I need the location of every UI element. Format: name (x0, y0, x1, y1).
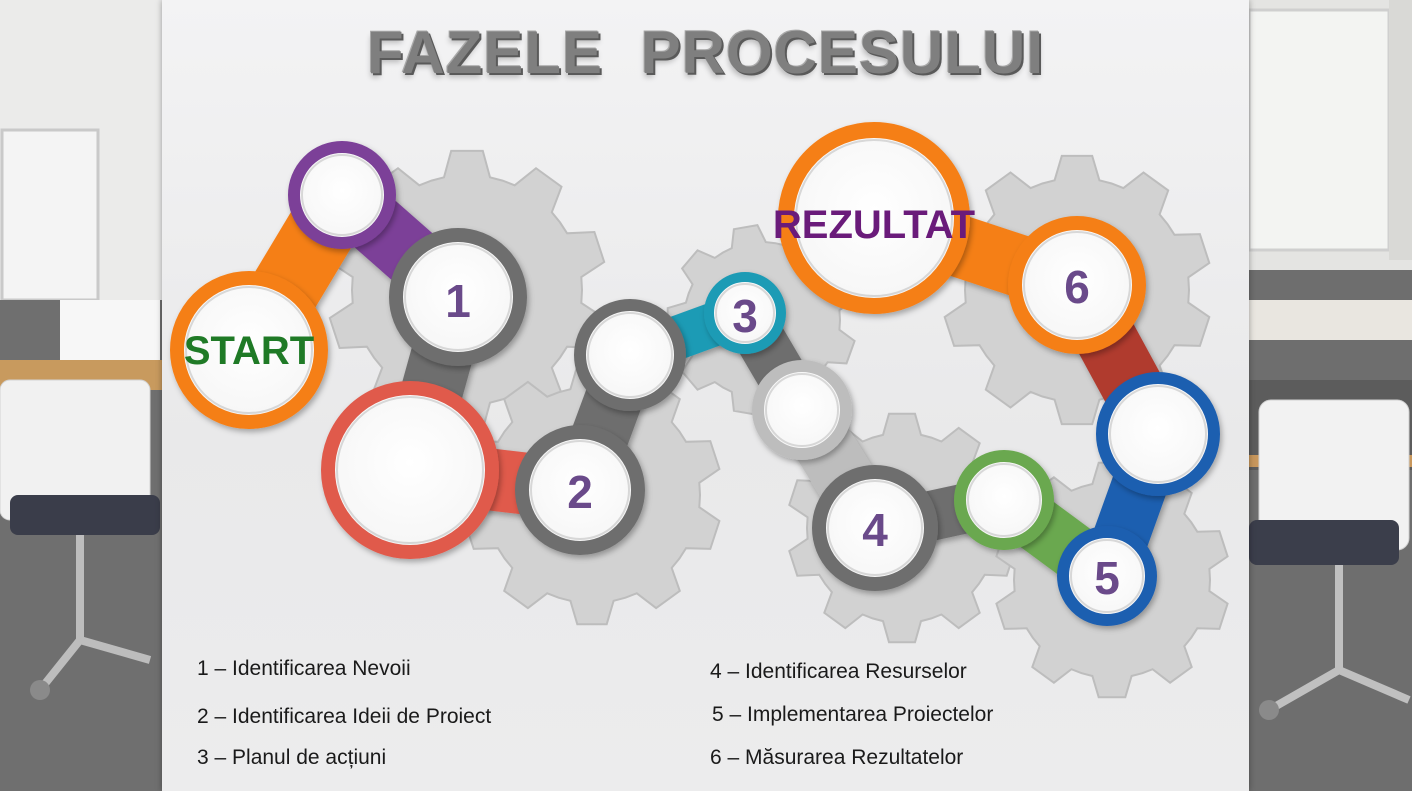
ring-purple-small (288, 141, 396, 249)
ring-green-circle (954, 450, 1054, 550)
step-number-5: 5 (1094, 552, 1120, 604)
ring-purple-small-inner-edge (301, 154, 383, 236)
ring-coral-large (321, 381, 499, 559)
ring-step-3-circle (704, 272, 786, 354)
ring-step-6-circle (1008, 216, 1146, 354)
ring-gray-left (574, 299, 686, 411)
ring-coral-large-inner-edge (336, 396, 484, 544)
result-label: REZULTAT (773, 203, 975, 247)
ring-step-1 (389, 228, 527, 366)
ring-light-gray (752, 360, 852, 460)
ring-light-gray-inner-edge (765, 373, 839, 447)
ring-gray-left-circle (574, 299, 686, 411)
process-diagram: START REZULTAT 1 2 3 4 5 6 (170, 122, 1229, 699)
ring-step-5-inner-edge (1070, 539, 1144, 613)
step-number-2: 2 (567, 466, 593, 518)
ring-step-3-inner-edge (715, 283, 775, 343)
legend-item-3: 3 – Planul de acțiuni (197, 746, 387, 769)
rings-group (170, 122, 1220, 626)
legend-item-1: 1 – Identificarea Nevoii (197, 657, 411, 680)
step-number-3: 3 (732, 290, 758, 342)
ring-start-inner-edge (185, 286, 313, 414)
ring-step-6 (1008, 216, 1146, 354)
ring-result (778, 122, 970, 314)
ring-start-circle (170, 271, 328, 429)
ring-step-1-inner-edge (404, 243, 512, 351)
ring-step-4-circle (812, 465, 938, 591)
ring-step-1-circle (389, 228, 527, 366)
ring-green (954, 450, 1054, 550)
start-label: START (184, 329, 314, 373)
step-number-1: 1 (445, 275, 471, 327)
step-number-6: 6 (1064, 261, 1090, 313)
background-photo-left (0, 0, 162, 791)
ring-gray-left-inner-edge (587, 312, 673, 398)
ring-step-5-circle (1057, 526, 1157, 626)
ring-step-3 (704, 272, 786, 354)
ring-step-5 (1057, 526, 1157, 626)
ring-step-2 (515, 425, 645, 555)
ring-step-6-inner-edge (1023, 231, 1131, 339)
ring-result-circle (778, 122, 970, 314)
background-photo-right (1249, 0, 1412, 791)
ring-step-2-inner-edge (530, 440, 630, 540)
ring-step-4-inner-edge (827, 480, 923, 576)
ring-blue-large (1096, 372, 1220, 496)
ring-green-inner-edge (967, 463, 1041, 537)
ring-purple-small-circle (288, 141, 396, 249)
legend-item-5: 5 – Implementarea Proiectelor (712, 703, 994, 726)
ring-step-4 (812, 465, 938, 591)
ring-result-inner-edge (795, 139, 953, 297)
page-title: FAZELE PROCESULUI (366, 19, 1045, 86)
ring-light-gray-circle (752, 360, 852, 460)
legend-item-6: 6 – Măsurarea Rezultatelor (710, 746, 964, 769)
ring-blue-large-circle (1096, 372, 1220, 496)
slide: FAZELE PROCESULUI START REZULTAT 1 2 3 4 5 6 (162, 0, 1249, 791)
ring-step-2-circle (515, 425, 645, 555)
ring-coral-large-circle (321, 381, 499, 559)
ring-blue-large-inner-edge (1109, 385, 1207, 483)
step-number-4: 4 (862, 504, 888, 556)
ring-start (170, 271, 328, 429)
legend-item-4: 4 – Identificarea Resurselor (710, 660, 967, 683)
legend-item-2: 2 – Identificarea Ideii de Proiect (197, 705, 492, 728)
